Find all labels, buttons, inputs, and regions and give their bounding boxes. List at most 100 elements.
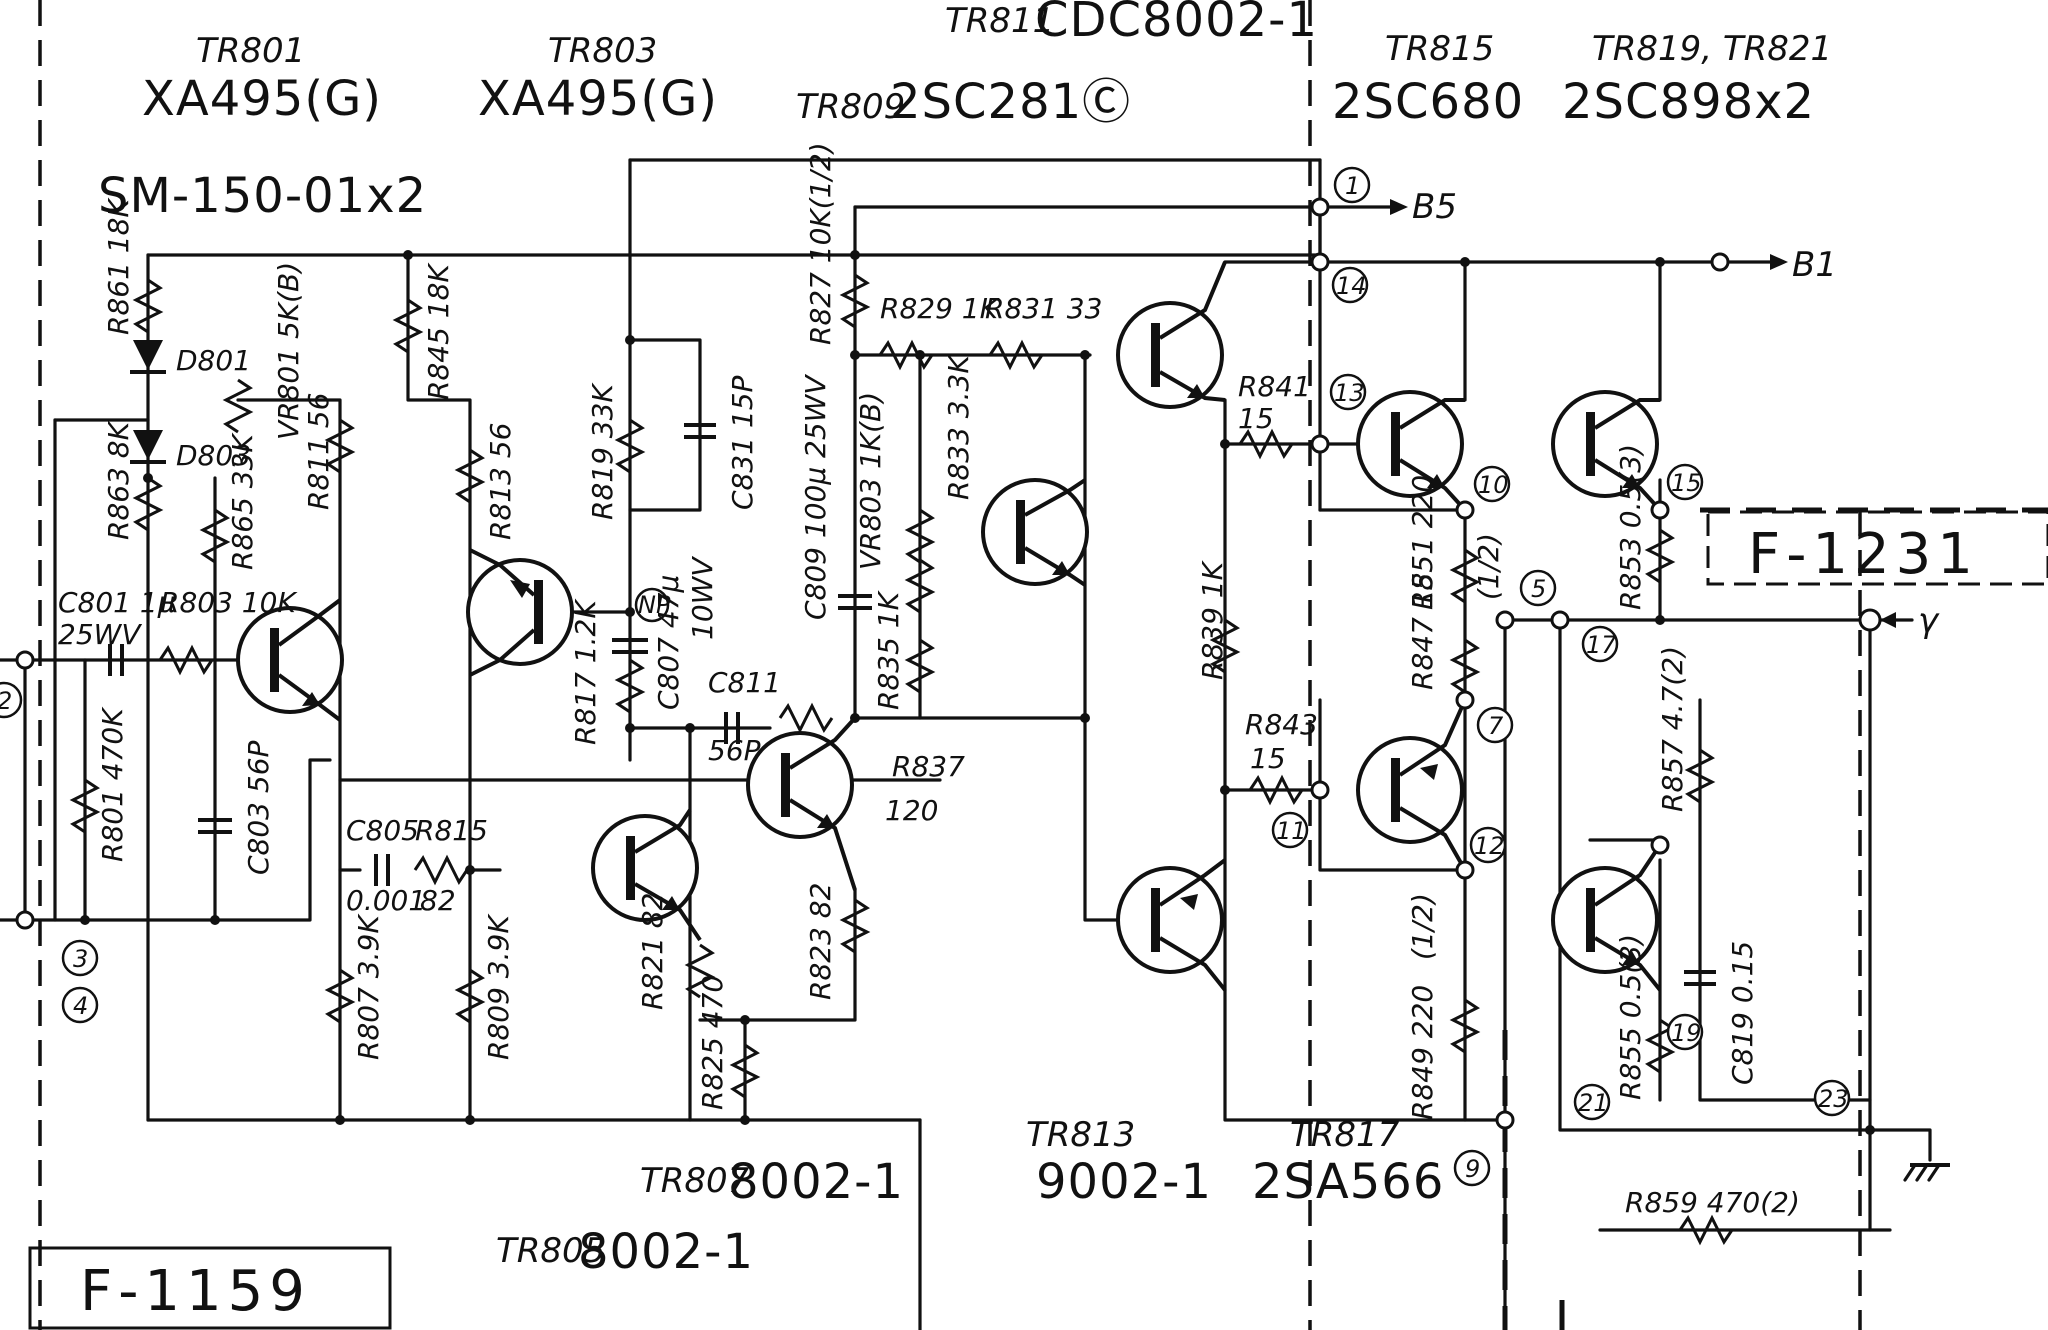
label-r803: R803 10K [160, 586, 298, 619]
label-r815: R815 [415, 814, 488, 847]
label-r837-val: 120 [885, 794, 938, 827]
transistor-tr815 [1356, 390, 1467, 512]
label-r807: R807 3.9K [352, 913, 385, 1060]
label-r841-val: 15 [1238, 402, 1274, 435]
wire-tr817-emitter [1223, 988, 1507, 1122]
tr817-ref: TR817 [1290, 1115, 1400, 1155]
label-r821: R821 82 [636, 893, 669, 1010]
component-labels: R861 18K R863 8K R865 33K R801 470K R803… [58, 142, 1800, 1219]
resistor-r821 [684, 943, 716, 999]
transistor-tr811 [1116, 261, 1227, 409]
label-r809: R809 3.9K [482, 913, 515, 1060]
label-r833: R833 3.3K [942, 353, 975, 500]
svg-text:10: 10 [1478, 471, 1509, 499]
label-r857: R857 4.7(2) [1656, 646, 1689, 812]
label-c801: C801 1μ [58, 586, 176, 619]
label-r817: R817 1.2K [569, 598, 602, 745]
transistor-tr821 [1551, 843, 1662, 992]
capacitors [108, 423, 1716, 986]
diode-d801 [130, 340, 166, 374]
node-15: 15 [1666, 463, 1704, 501]
label-r855: R855 0.5(3) [1614, 934, 1647, 1100]
label-r823: R823 82 [804, 883, 837, 1000]
node-21: 21 [1573, 1083, 1611, 1121]
svg-text:19: 19 [1671, 1019, 1702, 1047]
transistor-tr807 [746, 716, 857, 891]
tr813-ref: TR813 [1026, 1115, 1135, 1155]
svg-text:13: 13 [1334, 379, 1365, 407]
label-r825: R825 470 [696, 975, 729, 1110]
label-r847: R847 15 [1406, 573, 1439, 690]
svg-text:12: 12 [1474, 832, 1505, 860]
label-c807-np: NP [638, 591, 671, 619]
resistor-r809 [454, 968, 486, 1024]
diodes [130, 340, 166, 464]
board-label-f1231: F-1231 [1748, 522, 1979, 587]
label-r851: R851 220 [1406, 475, 1439, 610]
resistor-r825 [729, 1043, 761, 1099]
label-d801: D801 [176, 344, 251, 377]
resistor-r841 [1238, 428, 1294, 460]
label-vr803: VR803 1K(B) [854, 392, 887, 570]
svg-text:1: 1 [1345, 172, 1360, 200]
transistor-tr809 [981, 478, 1089, 587]
label-r813: R813 56 [484, 423, 517, 540]
wire-r823-link [698, 888, 857, 1022]
capacitor-c819 [1684, 970, 1716, 986]
svg-text:7: 7 [1488, 712, 1504, 740]
label-r851-note: (1/2) [1472, 533, 1505, 600]
tr801-ref: TR801 [196, 31, 305, 71]
resistor-r815 [413, 854, 469, 886]
label-r841: R841 [1238, 370, 1311, 403]
label-r865: R865 33K [226, 432, 259, 570]
label-r843: R843 [1245, 708, 1318, 741]
label-d803: D803 [176, 439, 251, 472]
label-r839: R839 1K [1196, 559, 1229, 680]
label-r845: R845 18K [422, 262, 455, 400]
node-9: 9 [1453, 1149, 1491, 1187]
label-r859: R859 470(2) [1625, 1186, 1800, 1219]
capacitor-c805 [374, 854, 390, 886]
capacitor-c831 [684, 423, 716, 439]
tr807-ref: TR807 [640, 1161, 750, 1201]
resistor-r817 [614, 658, 646, 714]
resistor-r829 [878, 339, 934, 371]
resistor-r811 [324, 418, 356, 474]
transistor-tr805 [591, 808, 702, 942]
svg-text:14: 14 [1336, 272, 1367, 300]
label-c819: C819 0.15 [1726, 941, 1759, 1085]
resistor-r843 [1248, 774, 1304, 806]
resistor-r831 [988, 339, 1044, 371]
transistor-tr801 [236, 598, 344, 722]
tr807-part: 8002-1 [728, 1154, 904, 1210]
resistor-r837 [778, 702, 834, 734]
label-r827: R827 10K(1/2) [804, 142, 837, 345]
label-c805: C805 [346, 814, 419, 847]
resistor-r823 [839, 898, 871, 954]
wire-lower-box [1558, 618, 1872, 1132]
node-23: 23 [1813, 1079, 1851, 1117]
node-11: 11 [1271, 811, 1309, 849]
node-4: 4 [61, 986, 99, 1024]
label-c803: C803 56P [242, 740, 275, 875]
f1231-box [1706, 510, 2048, 586]
board-label-f1159: F-1159 [80, 1259, 311, 1324]
label-r811: R811 56 [302, 393, 335, 510]
label-r849-note: (1/2) [1406, 893, 1439, 960]
wiring [0, 158, 1932, 1330]
node-13: 13 [1329, 373, 1367, 411]
rail-label-gamma: γ [1918, 601, 1940, 641]
label-c807-voltage: 10WV [686, 556, 719, 640]
resistor-r813 [454, 448, 486, 504]
tr815-ref: TR815 [1385, 29, 1494, 69]
node-2: 2 [0, 681, 23, 719]
tr811-ref: TR811 [945, 1, 1054, 41]
node-12: 12 [1469, 826, 1507, 864]
resistor-r833 [904, 508, 936, 564]
label-c831: C831 15P [726, 375, 759, 510]
wire-tr801-collector [236, 398, 342, 1122]
resistor-r847 [1449, 638, 1481, 694]
resistors [69, 273, 1734, 1246]
tr817-part: 2SA566 [1252, 1154, 1444, 1210]
tr811-part: CDC8002-1 [1035, 0, 1318, 48]
